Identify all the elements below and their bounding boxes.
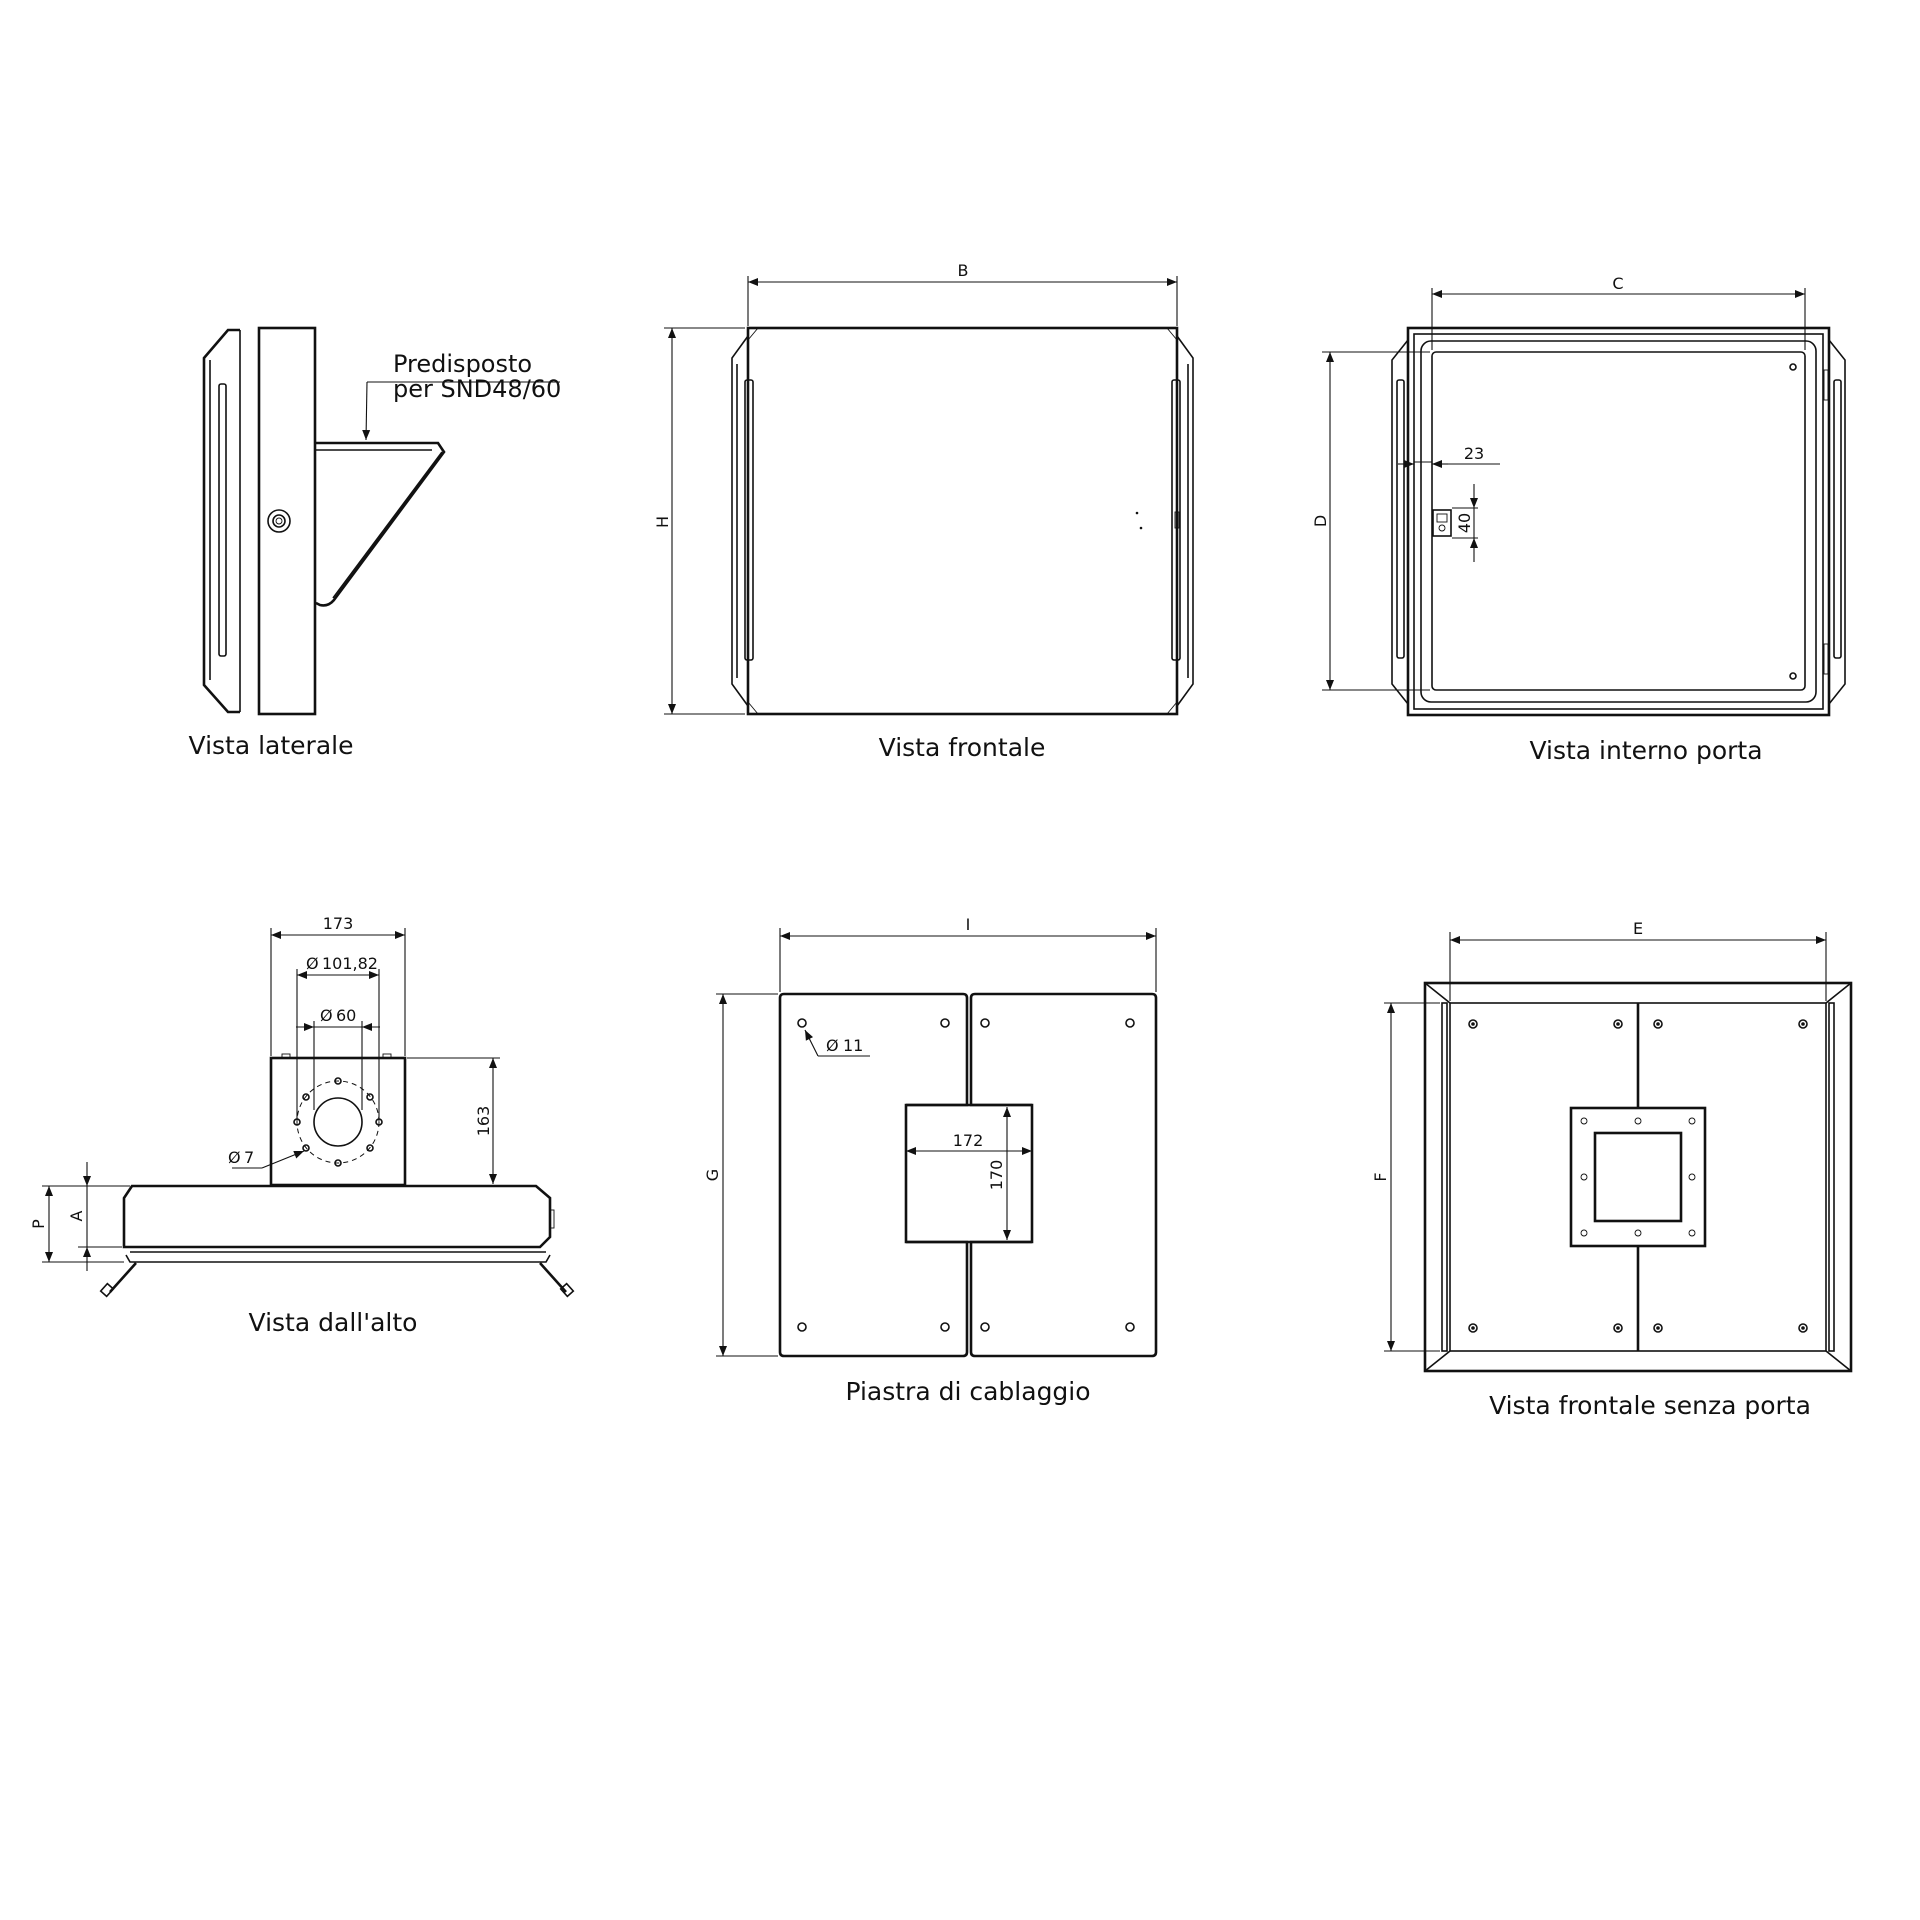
- dim-pcd-symbol: Ø: [306, 954, 319, 973]
- dim-plate-hole-symbol: Ø: [826, 1036, 839, 1055]
- side-note-line2: per SND48/60: [393, 375, 561, 403]
- wiring-plate-view: I G Ø 11 172 170 Piastra di cablaggio: [703, 915, 1158, 1406]
- side-view-caption: Vista laterale: [189, 731, 354, 760]
- front-no-door-caption: Vista frontale senza porta: [1489, 1391, 1811, 1420]
- dim-f-label: F: [1371, 1172, 1390, 1181]
- side-view: Predisposto per SND48/60 Vista laterale: [189, 326, 561, 760]
- dim-bore-symbol: Ø: [320, 1006, 333, 1025]
- dim-hole-label: 7: [244, 1148, 254, 1167]
- top-view: 173 Ø 101,82 Ø 60 163 Ø 7 A P: [29, 914, 575, 1337]
- door-lock-icon: [1432, 509, 1452, 537]
- front-view-caption: Vista frontale: [879, 733, 1046, 762]
- front-no-door-view: E F Vista frontale senza porta: [1371, 919, 1853, 1420]
- dim-40-label: 40: [1455, 513, 1474, 533]
- dim-pcd-label: 101,82: [322, 954, 378, 973]
- dim-hole-symbol: Ø: [228, 1148, 241, 1167]
- lock-knob-icon: [267, 509, 291, 533]
- wiring-plate-caption: Piastra di cablaggio: [845, 1377, 1090, 1406]
- dim-g-label: G: [703, 1169, 722, 1181]
- dim-b-label: B: [958, 261, 969, 280]
- dim-173-label: 173: [323, 914, 354, 933]
- dim-c-label: C: [1612, 274, 1623, 293]
- dim-d-label: D: [1311, 515, 1330, 527]
- left-handle-icon: [99, 1262, 137, 1298]
- dim-bore-label: 60: [336, 1006, 356, 1025]
- door-inside-view: C D 23 40 Vista interno porta: [1311, 274, 1846, 765]
- dim-plate-hole-label: 11: [843, 1036, 863, 1055]
- right-handle-icon: [539, 1262, 575, 1298]
- dim-a-label: A: [67, 1210, 86, 1221]
- dim-23-label: 23: [1464, 444, 1484, 463]
- mounting-screw-icons: [1468, 1019, 1808, 1333]
- dim-172-label: 172: [953, 1131, 984, 1150]
- dim-170-label: 170: [987, 1160, 1006, 1191]
- dim-p-label: P: [29, 1219, 48, 1229]
- front-view: B H Vista frontale: [653, 261, 1194, 762]
- dim-163-label: 163: [474, 1106, 493, 1137]
- dim-h-label: H: [653, 516, 672, 528]
- door-inside-caption: Vista interno porta: [1529, 736, 1762, 765]
- dim-e-label: E: [1633, 919, 1643, 938]
- top-view-caption: Vista dall'alto: [249, 1308, 418, 1337]
- side-note-line1: Predisposto: [393, 350, 532, 378]
- dim-i-label: I: [966, 915, 971, 934]
- pole-adapter-bracket: [315, 441, 446, 607]
